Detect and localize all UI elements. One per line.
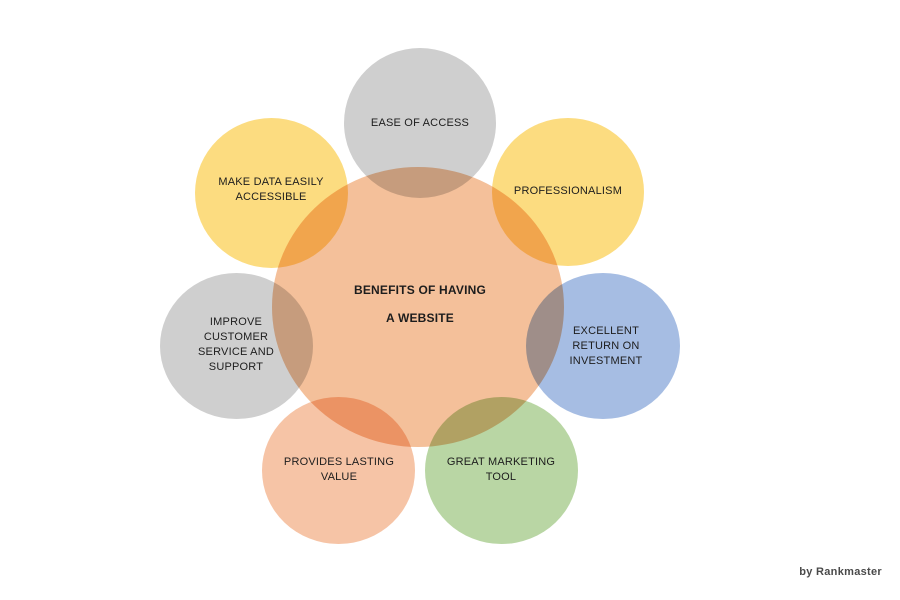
circle-make-data-accessible xyxy=(195,118,348,268)
circle-ease-of-access xyxy=(344,48,496,198)
circle-return-on-investment xyxy=(526,273,680,419)
label-marketing-tool: GREAT MARKETING TOOL xyxy=(446,456,556,483)
label-customer-service: IMPROVE CUSTOMER SERVICE AND SUPPORT xyxy=(198,316,274,373)
label-return-on-investment: EXCELLENT RETURN ON INVESTMENT xyxy=(569,324,643,367)
circle-customer-service xyxy=(160,273,313,419)
circle-professionalism xyxy=(492,118,644,266)
center-label: BENEFITS OF HAVING A WEBSITE xyxy=(353,283,487,325)
credit-text: by Rankmaster xyxy=(799,566,882,578)
label-make-data-accessible: MAKE DATA EASILY ACCESSIBLE xyxy=(218,176,324,203)
circle-marketing-tool xyxy=(425,397,578,544)
label-professionalism: PROFESSIONALISM xyxy=(513,184,623,197)
circle-lasting-value xyxy=(262,397,415,544)
label-lasting-value: PROVIDES LASTING VALUE xyxy=(283,456,395,483)
label-ease-of-access: EASE OF ACCESS xyxy=(370,116,470,129)
